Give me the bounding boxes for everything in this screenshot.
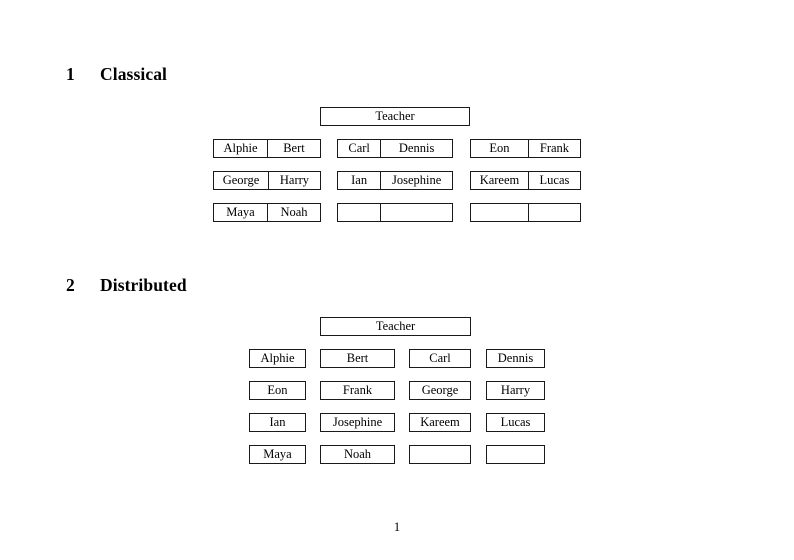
section-title: Distributed <box>100 275 187 295</box>
student-box: Frank <box>320 381 395 400</box>
student-group: Kareem Lucas <box>470 171 581 190</box>
student-box: Lucas <box>486 413 545 432</box>
student-cell: Kareem <box>479 173 520 187</box>
student-group <box>470 203 581 222</box>
student-cell: Harry <box>267 172 320 189</box>
student-box: George <box>409 381 471 400</box>
student-box: Alphie <box>249 349 306 368</box>
student-cell <box>471 204 528 221</box>
student-cell: Alphie <box>223 141 258 155</box>
section-heading-classical: 1 Classical <box>66 64 167 85</box>
student-box: Ian <box>249 413 306 432</box>
student-box <box>409 445 471 464</box>
student-cell: Maya <box>226 205 255 219</box>
student-box: Kareem <box>409 413 471 432</box>
student-group: Ian Josephine <box>337 171 453 190</box>
student-cell: Josephine <box>380 172 452 189</box>
student-cell: George <box>222 173 260 187</box>
student-group: Alphie Bert <box>213 139 321 158</box>
student-cell <box>380 204 452 221</box>
student-group: Carl Dennis <box>337 139 453 158</box>
student-group: Maya Noah <box>213 203 321 222</box>
student-cell: Lucas <box>527 172 580 189</box>
teacher-box-classical: Teacher <box>320 107 470 126</box>
student-cell: Ian <box>351 173 368 187</box>
student-box: Carl <box>409 349 471 368</box>
student-cell: Dennis <box>380 140 452 157</box>
student-cell: Bert <box>266 140 320 157</box>
section-number: 1 <box>66 64 75 84</box>
student-cell: Frank <box>527 140 580 157</box>
student-cell: Eon <box>489 141 510 155</box>
section-heading-distributed: 2 Distributed <box>66 275 187 296</box>
student-cell <box>338 204 380 221</box>
student-box: Dennis <box>486 349 545 368</box>
student-cell <box>527 204 580 221</box>
student-box: Eon <box>249 381 306 400</box>
student-group: George Harry <box>213 171 321 190</box>
student-box: Noah <box>320 445 395 464</box>
student-cell: Noah <box>266 204 320 221</box>
student-box: Maya <box>249 445 306 464</box>
student-group <box>337 203 453 222</box>
student-group: Eon Frank <box>470 139 581 158</box>
student-box: Harry <box>486 381 545 400</box>
page-number: 1 <box>393 520 401 534</box>
section-number: 2 <box>66 275 75 295</box>
student-box: Josephine <box>320 413 395 432</box>
section-title: Classical <box>100 64 168 84</box>
student-cell: Carl <box>348 141 370 155</box>
student-box <box>486 445 545 464</box>
student-box: Bert <box>320 349 395 368</box>
teacher-box-distributed: Teacher <box>320 317 471 336</box>
